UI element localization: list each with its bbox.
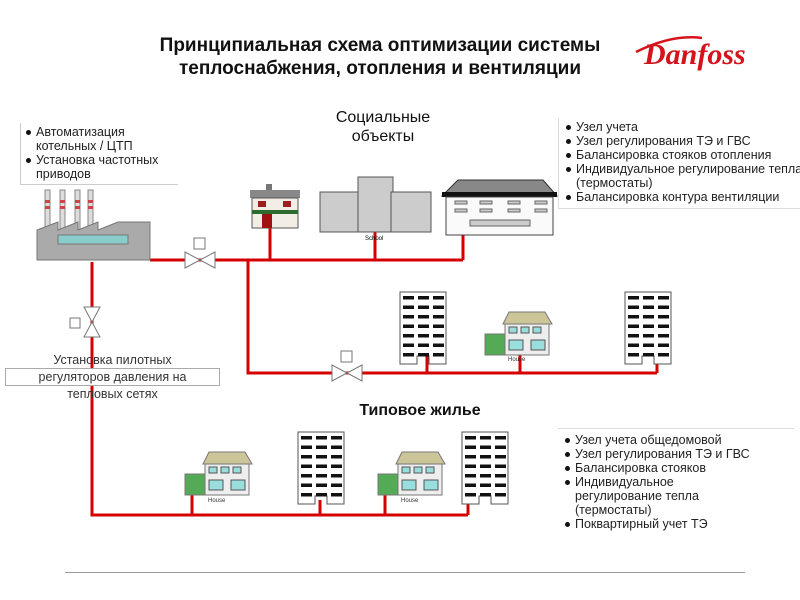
list-item: Установка частотных приводов (26, 153, 178, 181)
svg-text:Danfoss: Danfoss (643, 38, 746, 71)
list-item: Узел регулирования ТЭ и ГВС (565, 447, 775, 461)
typical-housing-heading: Типовое жилье (359, 402, 481, 419)
list-item: Узел учета (566, 120, 800, 134)
heading-line: Социальные (335, 109, 431, 126)
footer-divider (65, 572, 745, 573)
list-item: Индивидуальное регулирование тепла (терм… (565, 475, 715, 517)
caption-line: тепловых сетях (67, 387, 158, 401)
danfoss-logo: Danfoss (635, 36, 746, 71)
pilot-regulator-valve-icon (69, 306, 101, 338)
list-item: Индивидуальное регулирование тепла (терм… (566, 162, 800, 190)
title-line-2: теплоснабжения, отопления и вентиляции (179, 58, 581, 79)
apartment-tower-icon (624, 291, 672, 365)
list-item: Автоматизация котельных / ЦТП (26, 125, 178, 153)
house-icon (377, 451, 446, 496)
control-valve-icon (331, 350, 363, 382)
social-objects-heading: Социальные объекты (323, 108, 443, 146)
cottage-icon (250, 184, 300, 229)
list-item: Балансировка стояков отопления (566, 148, 800, 162)
school-building-icon (319, 176, 432, 233)
heading-line: объекты (351, 128, 415, 145)
caption-line: Установка пилотных (53, 353, 172, 367)
apartment-tower-icon (297, 431, 345, 505)
house-label: House (208, 498, 226, 504)
list-item: Балансировка стояков (565, 461, 775, 475)
house-icon (184, 451, 253, 496)
house-label: House (401, 498, 419, 504)
title-line-1: Принципиальная схема оптимизации системы (159, 35, 601, 56)
apartment-tower-icon (461, 431, 509, 505)
apartment-tower-icon (399, 291, 447, 365)
school-label: School (365, 236, 383, 242)
pilot-regulators-caption: Установка пилотных регуляторов давления … (5, 352, 220, 402)
control-valve-icon (184, 237, 216, 269)
list-item: Узел регулирования ТЭ и ГВС (566, 134, 800, 148)
list-item: Балансировка контура вентиляции (566, 190, 800, 204)
public-building-icon (440, 179, 559, 236)
house-label: House (508, 357, 526, 363)
pipes (90, 228, 659, 517)
house-icon (484, 311, 553, 356)
list-item: Узел учета общедомовой (565, 433, 775, 447)
boiler-plant-icon (36, 189, 151, 261)
list-item: Поквартирный учет ТЭ (565, 517, 775, 531)
slide-title: Принципиальная схема оптимизации системы… (110, 34, 650, 80)
caption-line: регуляторов давления на (5, 368, 220, 386)
